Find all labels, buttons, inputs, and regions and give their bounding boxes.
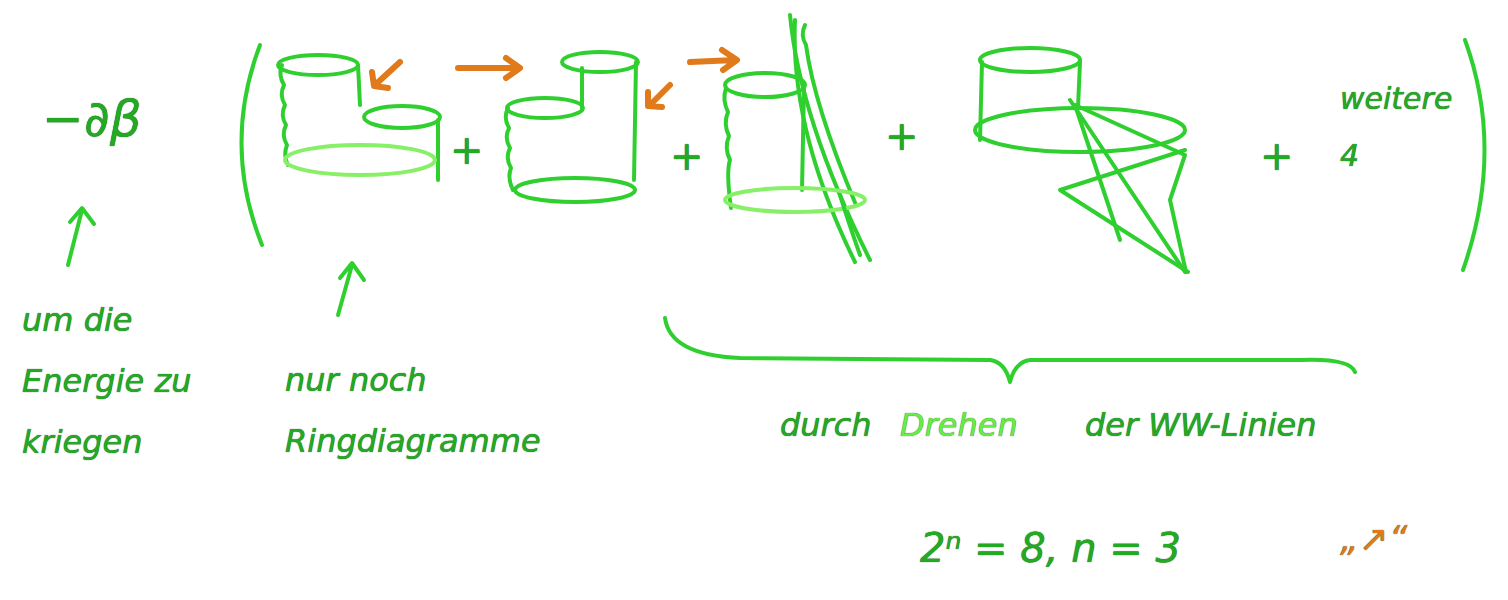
- formula: 2ⁿ = 8, n = 3: [920, 510, 1181, 586]
- plus-sign: +: [450, 112, 484, 188]
- note-text: um die Energie zu kriegen: [22, 290, 252, 472]
- bracket: [1463, 40, 1485, 270]
- plus-sign: +: [885, 98, 919, 174]
- ring-diagrams: [68, 15, 1485, 382]
- note-text: weitere 4: [1340, 70, 1450, 184]
- bracket: [241, 45, 262, 245]
- note-text: durch: [780, 395, 872, 456]
- note-text: der WW-Linien: [1085, 395, 1317, 456]
- note-text: Drehen: [900, 395, 1018, 456]
- note-text: „↗“: [1340, 505, 1407, 573]
- plus-sign: +: [1260, 118, 1294, 194]
- plus-sign: +: [670, 118, 704, 194]
- note-text: nur noch Ringdiagramme: [285, 350, 585, 472]
- operator-symbol: −∂β: [42, 72, 142, 167]
